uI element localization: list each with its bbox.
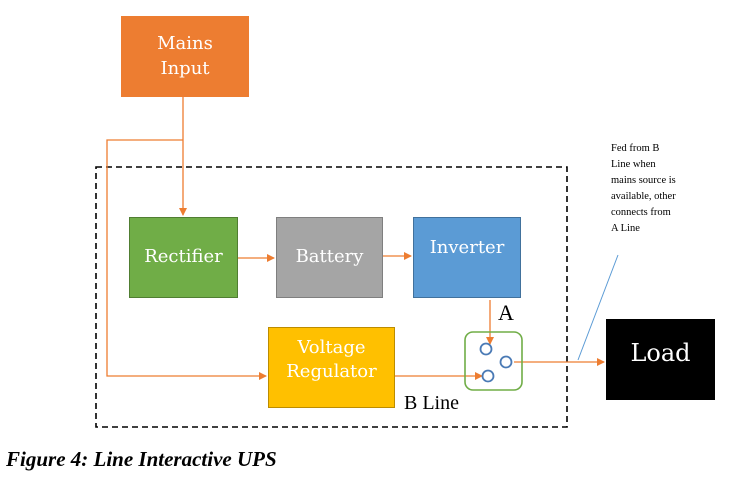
rectifier-block: Rectifier — [129, 217, 238, 298]
inverter-block: Inverter — [413, 217, 521, 298]
note-callout-line — [577, 254, 619, 361]
load-label: Load — [630, 339, 691, 367]
ups-enclosure — [95, 166, 568, 428]
voltage-regulator-block: Voltage Regulator — [268, 327, 395, 408]
inverter-label: Inverter — [429, 237, 505, 258]
mains-to-regulator-arrow — [106, 139, 267, 380]
transfer-switch — [464, 331, 523, 391]
mains-input-block: Mains Input — [121, 16, 249, 97]
load-block: Load — [606, 319, 715, 400]
mains-input-label: Mains Input — [157, 33, 213, 79]
battery-block: Battery — [276, 217, 383, 298]
switch-contact-b — [481, 369, 495, 383]
switch-contact-common — [499, 355, 513, 369]
rectifier-label: Rectifier — [144, 246, 223, 268]
note-text: Fed from B Line when mains source is ava… — [611, 143, 676, 234]
label-a: A — [498, 300, 514, 325]
battery-label: Battery — [295, 246, 364, 268]
figure-caption: Figure 4: Line Interactive UPS — [6, 447, 277, 471]
switch-contact-a — [479, 342, 493, 356]
label-b-line: B Line — [404, 392, 459, 414]
voltage-regulator-label: Voltage Regulator — [286, 337, 377, 383]
